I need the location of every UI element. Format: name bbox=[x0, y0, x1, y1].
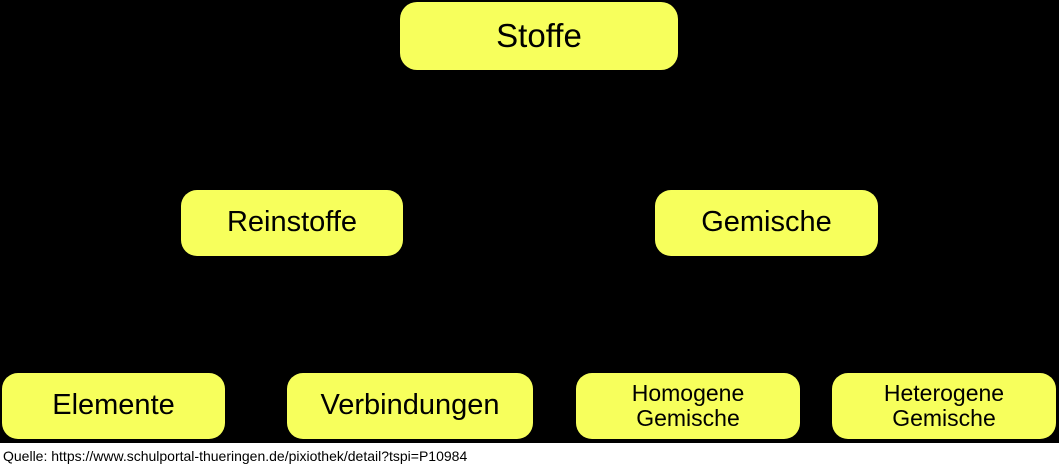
node-homogene-gemische[interactable]: Homogene Gemische bbox=[576, 373, 800, 439]
connector-reinstoffe-verbindungen bbox=[290, 254, 412, 375]
node-gemische[interactable]: Gemische bbox=[655, 190, 878, 256]
connector-reinstoffe-elemente bbox=[112, 254, 293, 375]
connector-gemische-homogene bbox=[686, 255, 768, 374]
node-stoffe[interactable]: Stoffe bbox=[400, 2, 678, 70]
node-reinstoffe[interactable]: Reinstoffe bbox=[181, 190, 403, 256]
source-bar: Quelle: https://www.schulportal-thuering… bbox=[0, 443, 1059, 468]
connector-stoffe-reinstoffe bbox=[291, 68, 540, 192]
connector-gemische-heterogene bbox=[765, 254, 945, 375]
node-verbindungen[interactable]: Verbindungen bbox=[287, 373, 533, 439]
node-heterogene-gemische[interactable]: Heterogene Gemische bbox=[832, 373, 1056, 439]
source-attribution: Quelle: https://www.schulportal-thuering… bbox=[3, 447, 468, 464]
connector-stoffe-gemische bbox=[538, 68, 767, 192]
node-elemente[interactable]: Elemente bbox=[2, 373, 225, 439]
connector-lines bbox=[0, 0, 1059, 443]
